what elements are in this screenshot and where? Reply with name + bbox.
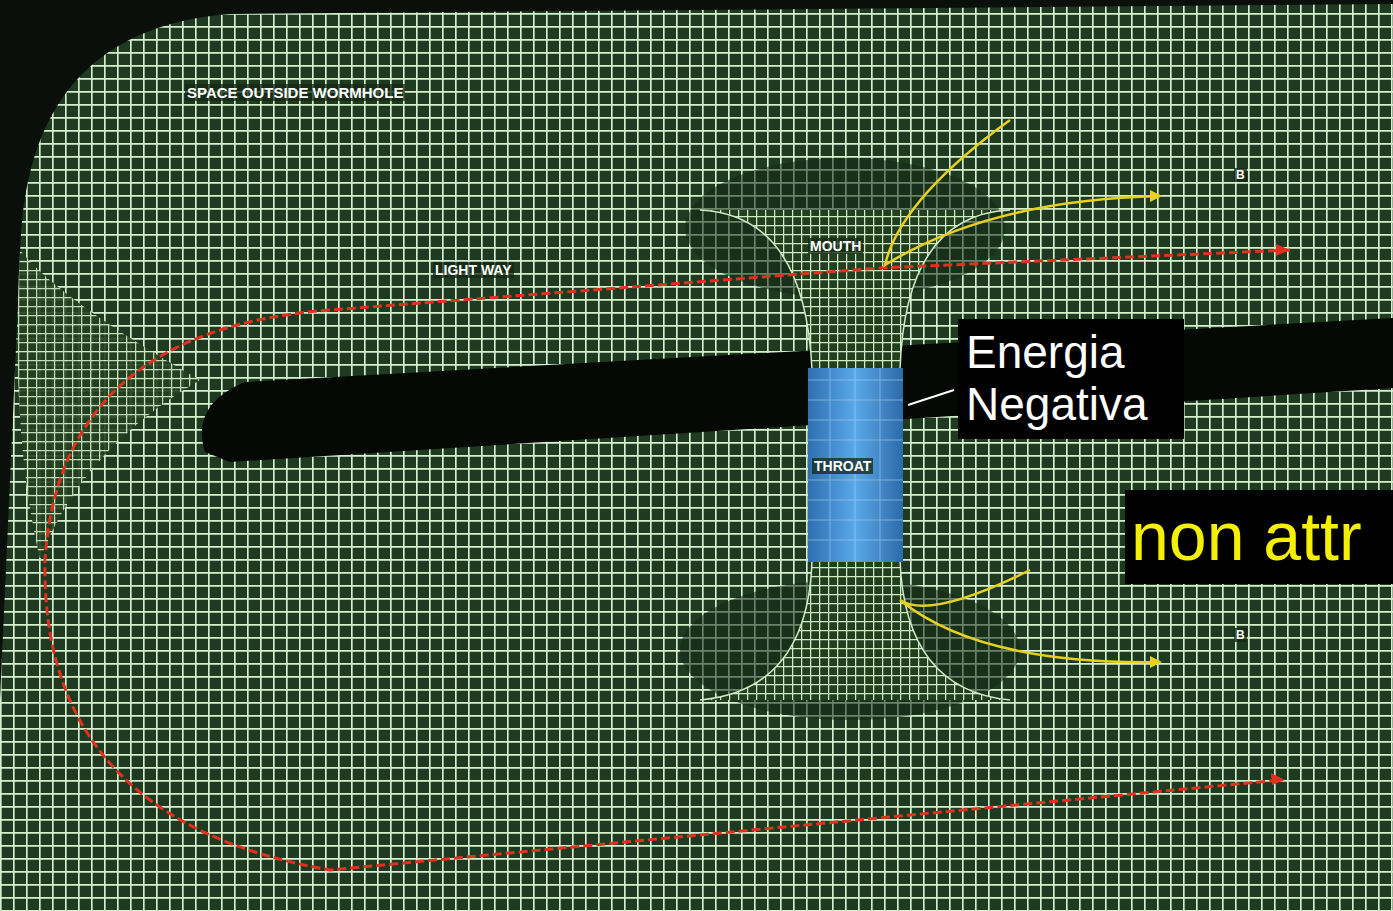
point-label: B [1234,168,1247,182]
sheet-fold [18,250,201,560]
throat-tube [808,368,903,562]
mouth-funnel [700,560,1010,700]
note-box: Energia Negativa [958,319,1184,439]
point-label: B [1234,628,1247,642]
region-label: SPACE OUTSIDE WORMHOLE [185,84,405,101]
note-text: non attr [1131,496,1387,578]
light-way-path [45,250,1290,870]
space-sheet [0,4,1393,911]
path-label: LIGHT WAY [433,262,514,278]
note-text: Energia Negativa [966,327,1176,430]
part-label: THROAT [812,458,873,474]
note-box: non attr [1125,490,1393,584]
part-label: MOUTH [808,238,863,254]
wormhole-path [885,120,1160,265]
leader-line [908,390,954,405]
sheet-gap [202,318,1393,462]
wormhole-path [900,570,1160,662]
